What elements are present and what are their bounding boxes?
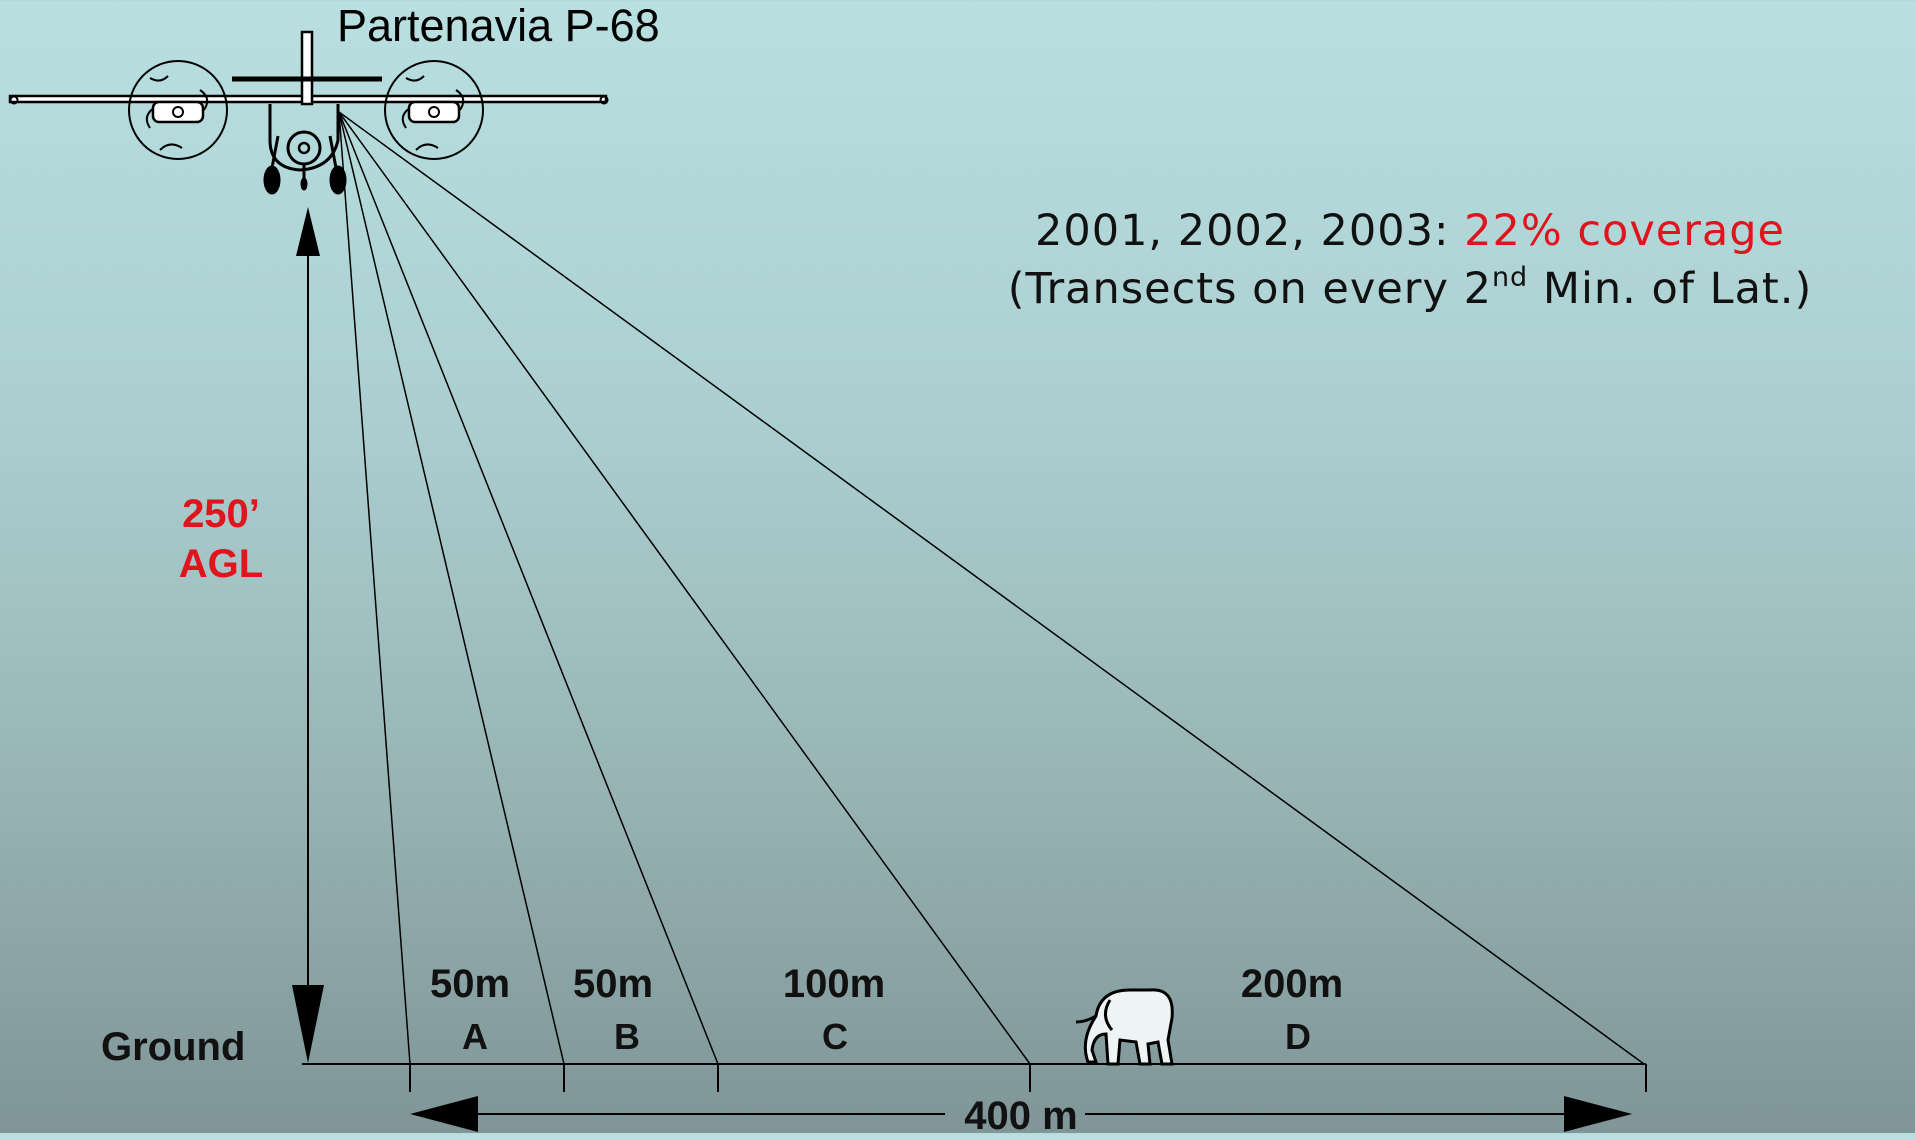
coverage-line: 2001, 2002, 2003: 22% coverage (930, 206, 1890, 256)
aircraft-title: Partenavia P-68 (337, 0, 660, 51)
zone-b-distance: 50m (572, 962, 654, 1006)
wing-tip-left (9, 95, 19, 105)
altitude-unit: AGL (178, 542, 264, 586)
zone-d-distance: 200m (1240, 962, 1344, 1006)
total-width-label: 400 m (964, 1094, 1078, 1138)
sight-line-d (338, 111, 1031, 1065)
main-gear-struts (270, 135, 338, 169)
nose-gear-hub (297, 141, 311, 155)
ground-label: Ground (101, 1025, 246, 1069)
sight-line-a (338, 111, 411, 1065)
sight-line-b (338, 111, 565, 1065)
transect-note-superscript: nd (1491, 262, 1529, 293)
transect-note-open: (Transects on every 2 (1007, 264, 1492, 314)
nose-cockpit (286, 130, 322, 166)
wing-tip-right (599, 95, 609, 105)
wheel-left (263, 165, 281, 195)
zone-c-distance: 100m (782, 962, 886, 1006)
zone-a-letter: A (462, 1016, 488, 1057)
wheel-nose (300, 177, 308, 191)
propeller-disc-left (128, 60, 228, 160)
width-arrow (410, 1096, 1632, 1132)
ground-line (302, 1063, 1647, 1092)
propeller-disc-right (384, 60, 484, 160)
wheel-right (329, 165, 347, 195)
sight-lines (338, 111, 1645, 1065)
engine-nacelle-right (407, 100, 461, 124)
engine-nacelle-left (151, 100, 205, 124)
zone-b-letter: B (614, 1016, 640, 1057)
zone-a-distance: 50m (429, 962, 511, 1006)
propeller-blades-right (401, 75, 465, 151)
zone-c-letter: C (822, 1016, 848, 1057)
zone-d-letter: D (1285, 1016, 1311, 1057)
aircraft-drawing (8, 30, 609, 195)
spinner-left (172, 106, 184, 118)
coverage-percent: 22% coverage (1464, 206, 1785, 256)
transect-note-close: Min. of Lat.) (1528, 264, 1813, 314)
tail-fin (300, 30, 314, 106)
fuselage (268, 104, 340, 172)
transect-note: (Transects on every 2nd Min. of Lat.) (930, 264, 1890, 314)
coverage-years: 2001, 2002, 2003: (1035, 206, 1465, 256)
elephant-icon (1075, 988, 1174, 1066)
propeller-blades-left (145, 75, 209, 151)
altitude-arrow (292, 207, 324, 1063)
spinner-right (428, 106, 440, 118)
altitude-value: 250’ (182, 492, 260, 536)
sight-line-e (338, 111, 1645, 1065)
sight-line-c (338, 111, 719, 1065)
